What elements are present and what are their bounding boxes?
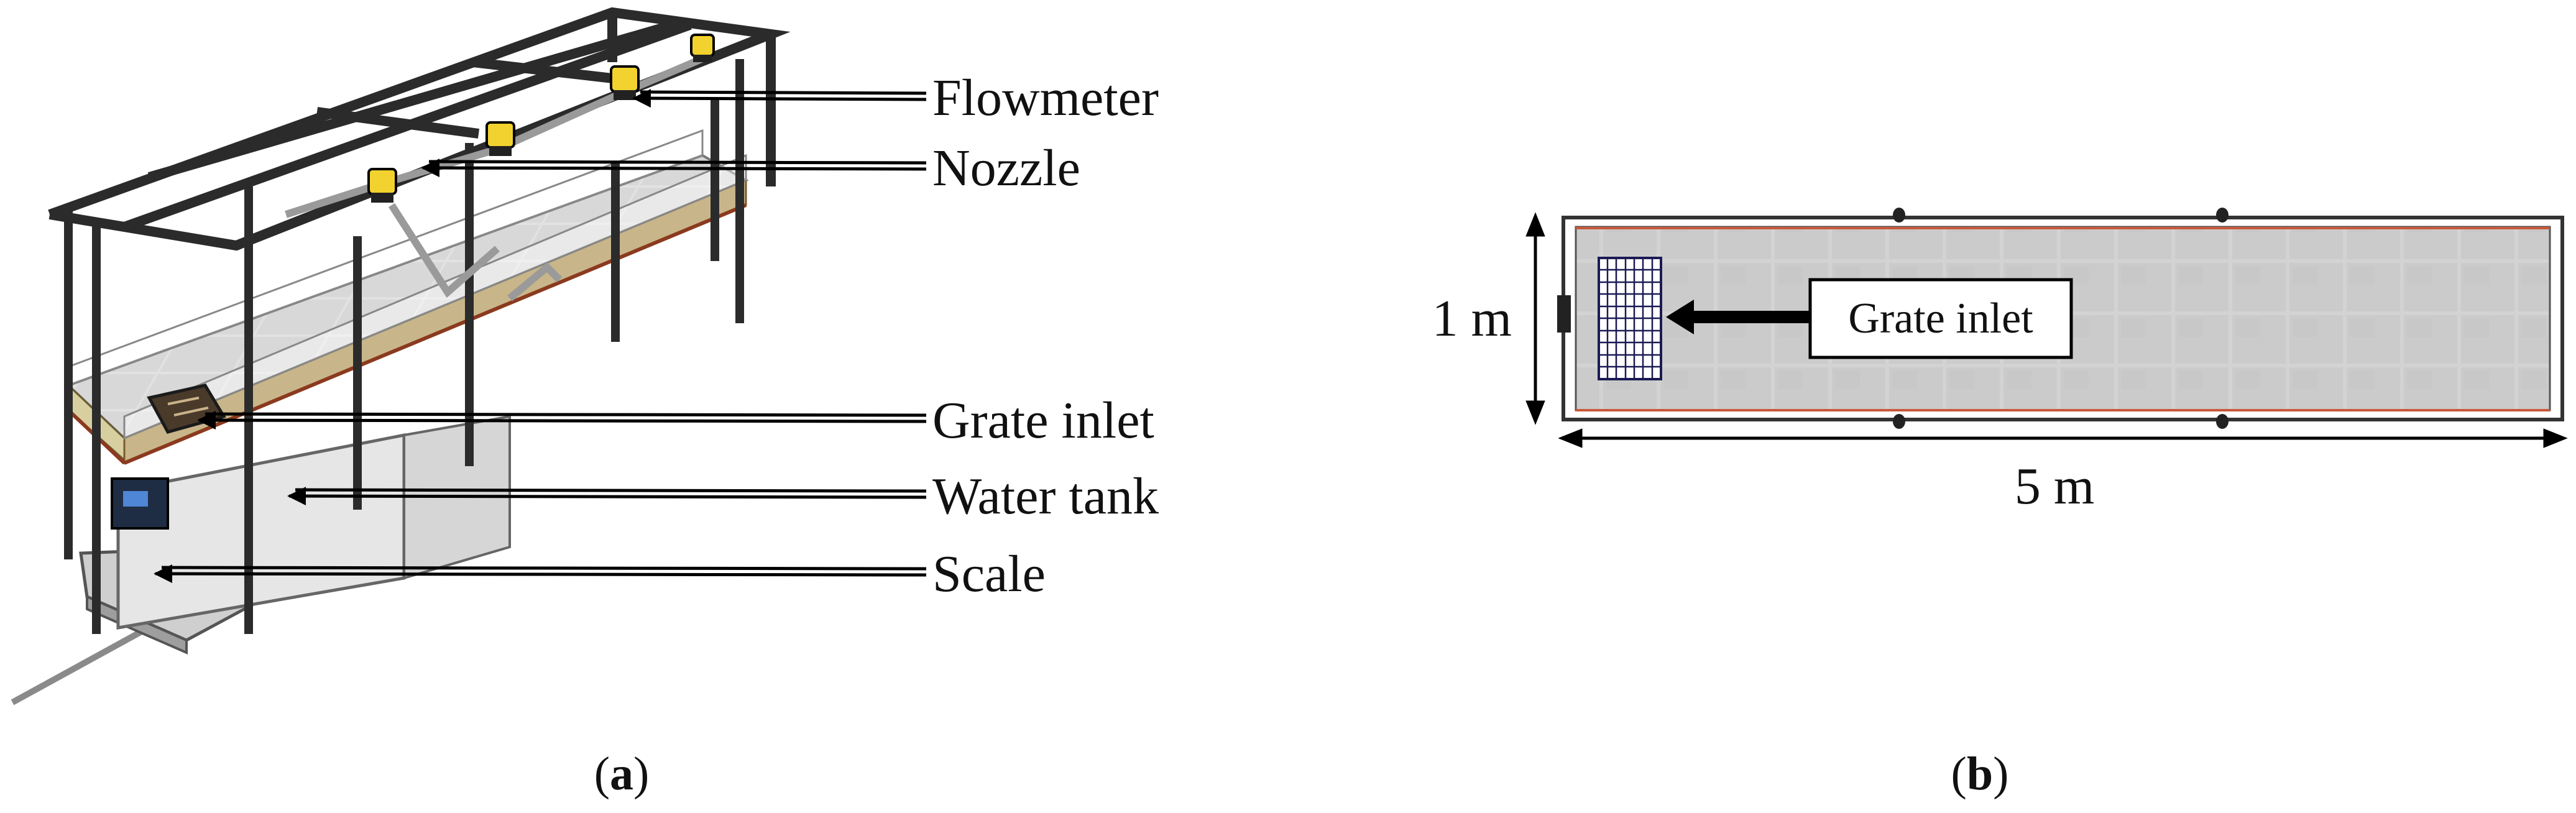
panel-b-top-view: Grate inlet 1 m 5 m [1432, 208, 2568, 515]
water-tank-label: Water tank [932, 467, 1159, 525]
water-tank-arrow [287, 487, 927, 506]
outlet-box [1557, 295, 1571, 333]
top-frame [48, 7, 791, 251]
panel-a-illustration [11, 7, 791, 705]
grate-label-plan: Grate inlet [1848, 295, 2033, 342]
grate-inlet-label: Grate inlet [932, 392, 1154, 449]
length-label: 5 m [2015, 457, 2094, 515]
flowmeter-label: Flowmeter [932, 69, 1159, 127]
length-dimension [1558, 428, 2568, 448]
scale-arrow [154, 564, 927, 584]
nozzle-label: Nozzle [932, 139, 1080, 197]
flowmeter-nozzles [367, 34, 715, 203]
caption-b-letter: b [1967, 748, 1993, 800]
nozzle-arrow [421, 158, 927, 178]
support-frame [64, 59, 744, 634]
grate-grid [1598, 257, 1662, 380]
flowmeter-arrow [632, 89, 927, 108]
callout-arrows [154, 89, 927, 584]
grate-label-box [1808, 278, 2073, 359]
width-label: 1 m [1432, 290, 1512, 347]
wall-clips [1893, 208, 2229, 429]
caption-b: (b) [1951, 748, 2009, 800]
grate-inlet-arrow [197, 411, 927, 430]
caption-a-letter: a [610, 748, 633, 800]
scale-label: Scale [932, 545, 1046, 603]
width-dimension [1525, 212, 1545, 425]
caption-a: (a) [594, 748, 650, 800]
